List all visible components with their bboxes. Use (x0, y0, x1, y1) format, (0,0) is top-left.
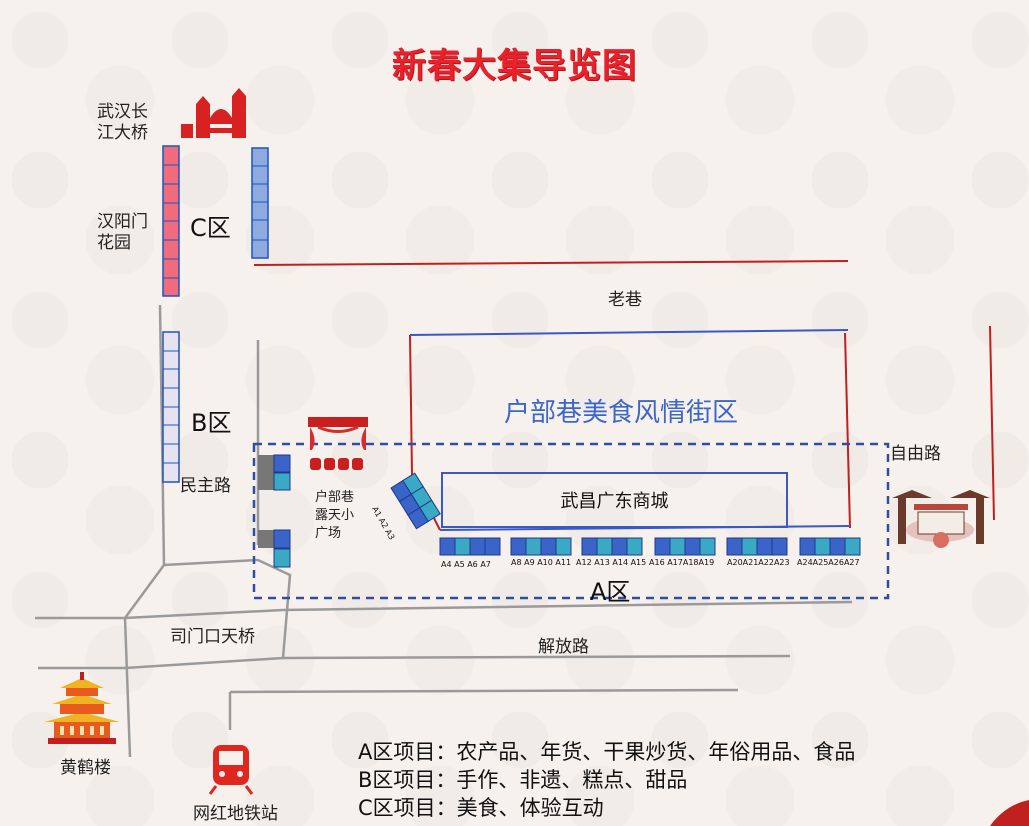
yellow-crane-tower-icon (44, 672, 120, 744)
stage-label: 户部巷 露天小 广场 (315, 490, 355, 541)
mall-building: 武昌广东商城 (441, 472, 788, 528)
grey-block (258, 455, 274, 490)
zone-a-label: A区 (590, 578, 631, 606)
metro-train-icon (208, 745, 254, 795)
minzhu-road-label: 民主路 (180, 476, 231, 496)
road-lower (229, 688, 739, 694)
road-yellow-crane (123, 617, 132, 758)
stall-label-a20-a23: A20A21A22A23 (727, 558, 790, 567)
zone-b-dividers (163, 350, 179, 464)
map-title: 新春大集导览图 (392, 46, 637, 86)
stalls-a24-a27 (799, 537, 861, 556)
overpass-label: 司门口天桥 (170, 627, 255, 647)
legend: A区项目：农产品、年货、干果炒货、年俗用品、食品 B区项目：手作、非遗、糕点、甜… (358, 738, 855, 822)
metro-label: 网红地铁站 (193, 804, 278, 824)
lao-xiang-label: 老巷 (608, 290, 642, 310)
lao-xiang-line (253, 260, 849, 266)
zone-a-stall-rows (439, 537, 861, 556)
food-street-title: 户部巷美食风情街区 (504, 398, 739, 428)
archway-gate-icon (892, 490, 990, 548)
bridge-icon (181, 88, 246, 138)
grey-block (258, 530, 274, 548)
zone-c-label: C区 (190, 214, 231, 242)
minzhu-stalls (258, 454, 291, 568)
stage-icon (308, 417, 368, 470)
stall-label-a8-a11: A8 A9 A10 A11 (511, 558, 572, 567)
zone-c-right-dividers (252, 165, 268, 241)
road-west-branch (35, 564, 166, 620)
road-east-branch (257, 558, 292, 659)
zone-b-label: B区 (191, 409, 232, 437)
stalls-a4-a7 (439, 537, 501, 556)
stalls-a8-a11 (510, 537, 572, 556)
zone-c-stalls (162, 145, 269, 297)
ziyou-road-line (989, 325, 995, 521)
zone-a-boundary (252, 442, 890, 600)
food-street-east-line (844, 332, 851, 529)
road-jiefang (124, 654, 791, 670)
bridge-label: 武汉长 江大桥 (97, 102, 148, 143)
stall-label-a16-a19: A16 A17A18A19 (649, 558, 715, 567)
stalls-a16-a19 (654, 537, 716, 556)
garden-label: 汉阳门 花园 (97, 212, 148, 253)
yellow-crane-label: 黄鹤楼 (60, 758, 111, 778)
food-street-top-line (409, 329, 849, 336)
zone-b-stalls (162, 331, 180, 483)
legend-zone-b: B区项目：手作、非遗、糕点、甜品 (358, 768, 688, 792)
stall-label-a4-a7: A4 A5 A6 A7 (441, 560, 491, 569)
road-segment (163, 558, 259, 567)
stalls-a12-a15 (581, 537, 643, 556)
corner-decoration (990, 800, 1029, 826)
jiefang-road-label: 解放路 (538, 637, 589, 657)
stall-label-a24-a27: A24A25A26A27 (797, 558, 860, 567)
roads (35, 304, 853, 758)
stalls-a20-a23 (726, 537, 788, 556)
stall-label-a12-a15: A12 A13 A14 A15 (576, 558, 647, 567)
legend-zone-a: A区项目：农产品、年货、干果炒货、年俗用品、食品 (358, 740, 856, 764)
zone-c-right-stall-column (251, 147, 269, 259)
road-upper (124, 600, 853, 620)
ziyou-road-label: 自由路 (890, 444, 941, 464)
road-west-vertical (158, 304, 166, 566)
mall-label: 武昌广东商城 (560, 491, 669, 512)
zone-c-left-dividers (163, 164, 179, 279)
legend-zone-c: C区项目：美食、体验互动 (358, 796, 604, 820)
stalls-a1-a3 (390, 472, 441, 530)
